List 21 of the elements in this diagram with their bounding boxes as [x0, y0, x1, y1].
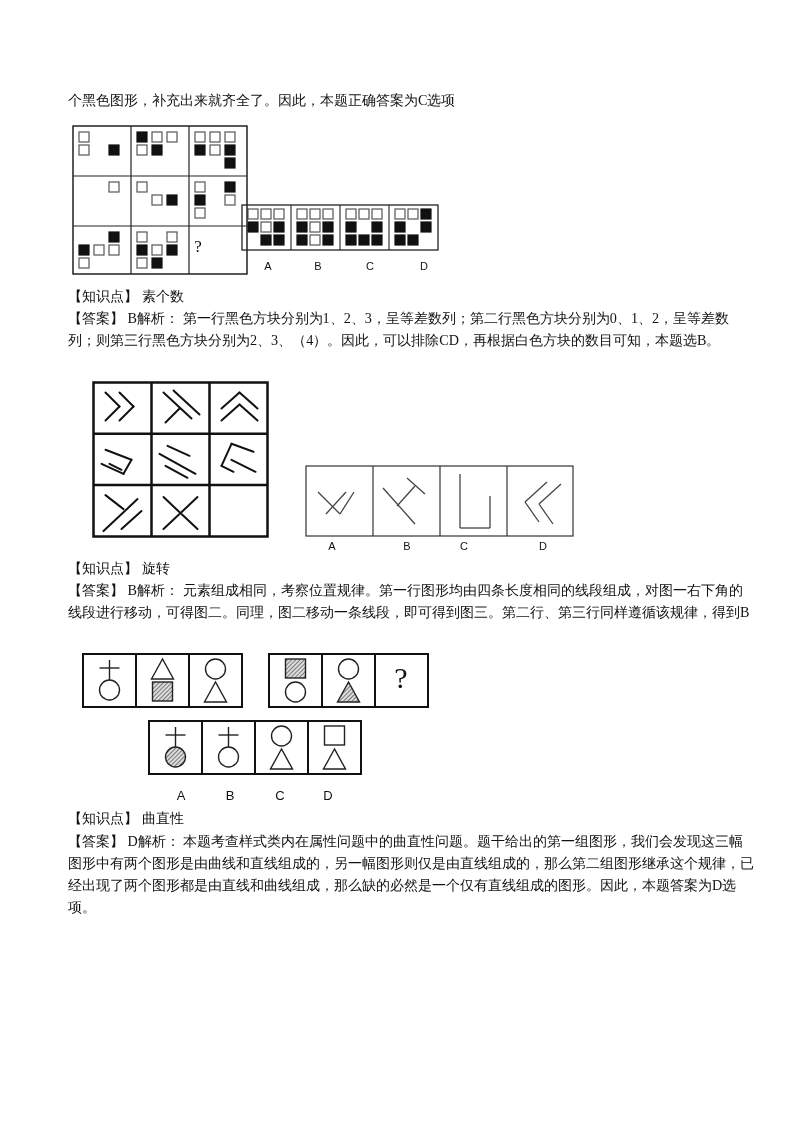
option-letter: D [538, 540, 548, 553]
option-letter: A [263, 260, 273, 273]
option-letter: C [274, 788, 286, 803]
option-letter: D [322, 788, 334, 803]
paragraph: 个黑色图形，补充出来就齐全了。因此，本题正确答案为C选项 [68, 91, 457, 110]
option-letter: A [327, 540, 337, 553]
option-letter: C [365, 260, 375, 273]
knowledge-point: 【知识点】 旋转 [68, 559, 171, 578]
question-mark: ? [193, 238, 203, 255]
option-letter: A [175, 788, 187, 803]
option-letter: C [459, 540, 469, 553]
option-letter: B [402, 540, 412, 553]
paragraph: 【答案】 B解析： 第一行黑色方块分别为1、2、3，呈等差数列；第二行黑色方块分别为0、1、2，呈等差数列；则第三行黑色方块分别为2、3、（4）。因此，可以排除CD，再根据白色方块的数目可知，本题选B。 [68, 309, 731, 350]
option-letter: B [224, 788, 236, 803]
knowledge-point: 【知识点】 素个数 [68, 287, 185, 306]
option-letter: D [419, 260, 429, 273]
paragraph: 【答案】 B解析： 元素组成相同，考察位置规律。第一行图形均由四条长度相同的线段组成，对图一右下角的线段进行移动，可得图二。同理，图二移动一条线段，即可得到图三。第二行、第三行同样遵循该规律，得到B [68, 581, 751, 622]
knowledge-point: 【知识点】 曲直性 [68, 809, 185, 828]
option-letter: B [313, 260, 323, 273]
paragraph: 【答案】 D解析： 本题考查样式类内在属性问题中的曲直性问题。题干给出的第一组图形，我们会发现这三幅图形中有两个图形是由曲线和直线组成的，另一幅图形则仅是由直线组成的，那么第二组图形继承这个规律，已经出现了两个图形都是由直线和曲线组成，那么缺的必然是一个仅有直线组成的图形。因此，本题答案为D选项。 [68, 832, 754, 917]
question-mark: ? [393, 663, 409, 693]
